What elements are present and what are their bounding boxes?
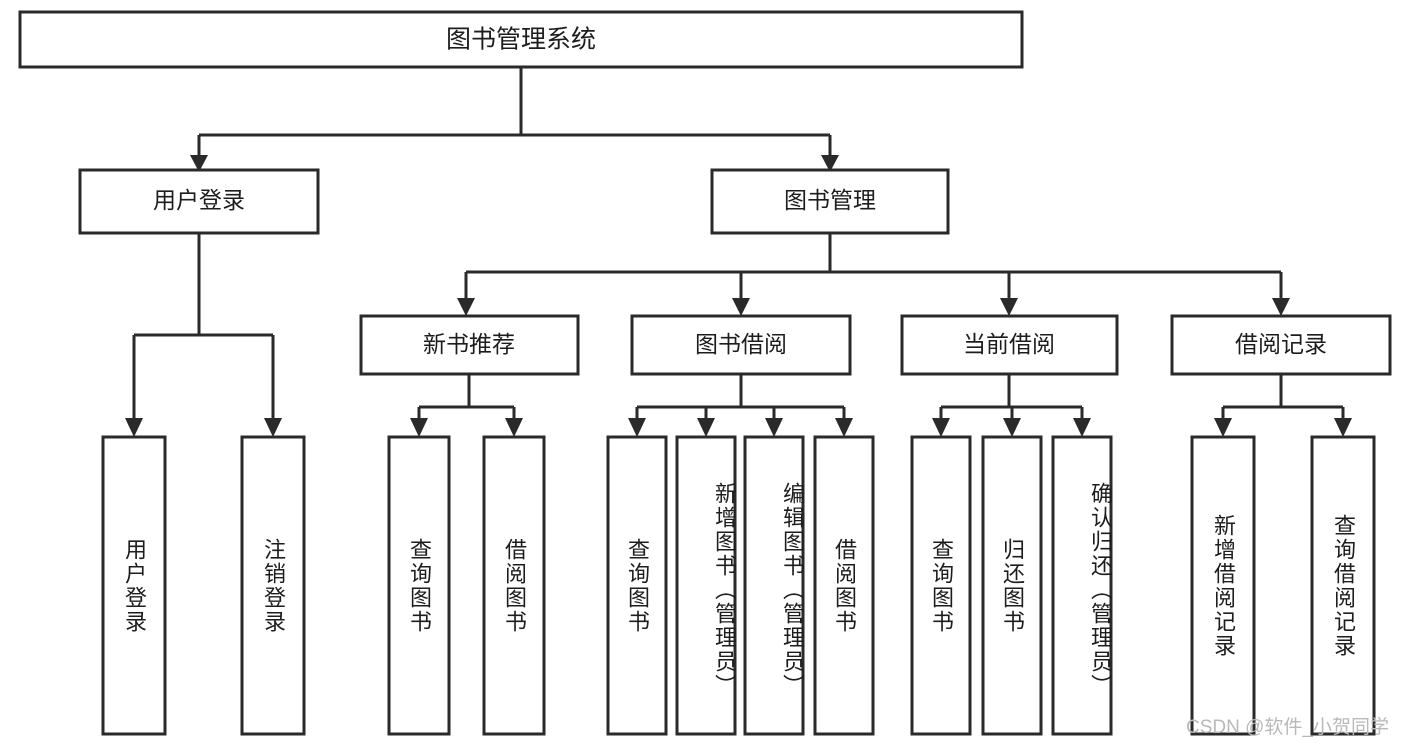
node-book-manage-box[interactable] bbox=[710, 168, 950, 235]
node-root[interactable]: 图书管理系统 bbox=[18, 10, 1024, 69]
node-borrow-record-box[interactable] bbox=[1170, 314, 1392, 376]
node-user-login[interactable]: 用户登录 bbox=[78, 168, 320, 235]
node-leaf-user-logout-box[interactable] bbox=[240, 435, 306, 736]
arrow-head-current-borrow bbox=[1000, 298, 1018, 316]
arrow-head-leaf-borrow-book-2 bbox=[835, 418, 853, 437]
node-book-borrow-label: 图书借阅 bbox=[695, 331, 787, 357]
connector-user-login-to-leaves bbox=[125, 233, 282, 437]
node-leaf-query-book-1-box[interactable] bbox=[387, 435, 451, 736]
arrow-head-leaf-user-logout bbox=[264, 418, 282, 437]
arrow-head-leaf-edit-book bbox=[765, 418, 783, 437]
connector-book-borrow-to-leaves bbox=[628, 374, 853, 437]
node-leaf-return-book-box[interactable] bbox=[981, 435, 1043, 736]
node-leaf-confirm-return-box[interactable] bbox=[1051, 435, 1113, 736]
node-new-book-recommend-label: 新书推荐 bbox=[423, 331, 515, 357]
arrow-head-book-manage bbox=[821, 155, 839, 172]
arrow-head-leaf-query-book-3 bbox=[932, 418, 950, 437]
connector-current-borrow-to-leaves bbox=[932, 374, 1091, 437]
node-new-book-recommend[interactable]: 新书推荐 bbox=[359, 314, 580, 376]
arrow-head-leaf-borrow-book-1 bbox=[505, 418, 523, 437]
node-leaf-query-book-2-box[interactable] bbox=[606, 435, 668, 736]
connector-root-to-level2 bbox=[190, 67, 839, 172]
node-leaf-add-book-box[interactable] bbox=[675, 435, 737, 736]
arrow-head-user-login bbox=[190, 155, 208, 172]
connector-new-book-recommend-to-leaves bbox=[410, 374, 523, 437]
arrow-head-leaf-add-book bbox=[697, 418, 715, 437]
connector-book-manage-to-level3 bbox=[457, 233, 1290, 316]
node-new-book-recommend-box[interactable] bbox=[359, 314, 580, 376]
node-current-borrow-box[interactable] bbox=[900, 314, 1119, 376]
watermark-text: CSDN @软件_小贺同学 bbox=[1186, 717, 1389, 738]
node-root-label: 图书管理系统 bbox=[446, 26, 596, 54]
arrow-head-borrow-record bbox=[1272, 298, 1290, 316]
node-leaf-add-borrow-record-box[interactable] bbox=[1190, 435, 1256, 736]
node-leaf-borrow-book-1-box[interactable] bbox=[482, 435, 546, 736]
node-book-manage-label: 图书管理 bbox=[784, 187, 876, 213]
node-leaf-query-book-3-box[interactable] bbox=[910, 435, 972, 736]
node-leaf-borrow-book-2-box[interactable] bbox=[813, 435, 875, 736]
node-user-login-label: 用户登录 bbox=[153, 187, 245, 213]
node-book-borrow[interactable]: 图书借阅 bbox=[630, 314, 852, 376]
node-current-borrow[interactable]: 当前借阅 bbox=[900, 314, 1119, 376]
node-book-borrow-box[interactable] bbox=[630, 314, 852, 376]
arrow-head-leaf-user-login bbox=[125, 418, 143, 437]
arrow-head-leaf-query-book-2 bbox=[628, 418, 646, 437]
arrow-head-book-borrow bbox=[732, 298, 750, 316]
node-user-login-box[interactable] bbox=[78, 168, 320, 235]
arrow-head-leaf-query-book-1 bbox=[410, 418, 428, 437]
arrow-head-leaf-return-book bbox=[1003, 418, 1021, 437]
node-book-manage[interactable]: 图书管理 bbox=[710, 168, 950, 235]
arrow-head-leaf-add-borrow-record bbox=[1214, 418, 1232, 437]
arrow-head-leaf-query-borrow-record bbox=[1334, 418, 1352, 437]
node-current-borrow-label: 当前借阅 bbox=[963, 331, 1055, 357]
node-leaf-user-login-box[interactable] bbox=[101, 435, 167, 736]
node-borrow-record[interactable]: 借阅记录 bbox=[1170, 314, 1392, 376]
node-leaf-edit-book-box[interactable] bbox=[743, 435, 805, 736]
node-borrow-record-label: 借阅记录 bbox=[1235, 331, 1327, 357]
node-root-box[interactable] bbox=[18, 10, 1024, 69]
arrow-head-new-book-recommend bbox=[457, 298, 475, 316]
node-leaf-query-borrow-record-box[interactable] bbox=[1310, 435, 1376, 736]
connector-borrow-record-to-leaves bbox=[1214, 374, 1352, 437]
arrow-head-leaf-confirm-return bbox=[1073, 418, 1091, 437]
